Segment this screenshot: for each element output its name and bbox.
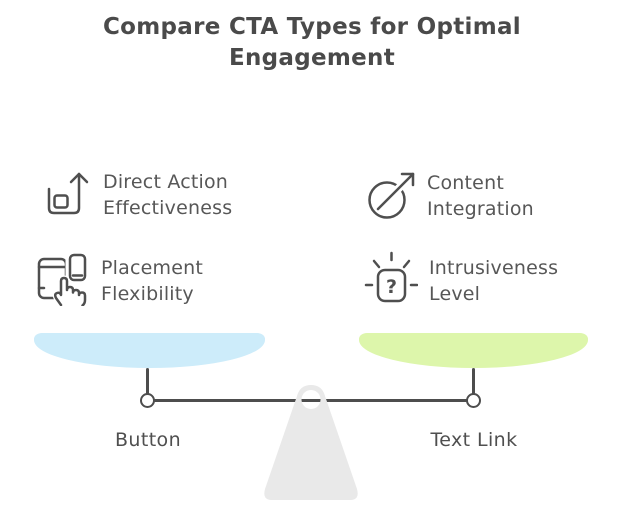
feature-label: Placement Flexibility — [101, 257, 204, 305]
page-title: Compare CTA Types for Optimal Engagement — [102, 14, 521, 71]
feature-intrusiveness: ? Intrusiveness Level — [362, 250, 558, 307]
question-alert-icon: ? — [362, 250, 418, 306]
scale-pedestal-icon — [264, 385, 358, 500]
left-pivot-circle — [140, 393, 155, 408]
question-glyph: ? — [386, 276, 397, 298]
left-hanger-line — [146, 368, 149, 395]
feature-placement: Placement Flexibility — [34, 250, 203, 307]
right-scale-pan — [359, 333, 588, 368]
right-side-label: Text Link — [430, 429, 518, 451]
feature-direct-action: Direct Action Effectiveness — [36, 164, 232, 221]
right-hanger-line — [472, 368, 475, 395]
left-side-label: Button — [114, 429, 182, 451]
box-arrow-up-icon — [36, 164, 92, 220]
feature-label: Content Integration — [427, 172, 534, 220]
feature-label: Direct Action Effectiveness — [103, 171, 233, 219]
right-pivot-circle — [466, 393, 481, 408]
left-scale-pan — [34, 333, 265, 368]
scale-beam — [148, 399, 474, 402]
circle-arrow-up-right-icon — [362, 162, 418, 219]
feature-content-integration: Content Integration — [362, 162, 534, 222]
devices-tap-icon — [34, 250, 90, 306]
feature-label: Intrusiveness Level — [429, 257, 559, 305]
